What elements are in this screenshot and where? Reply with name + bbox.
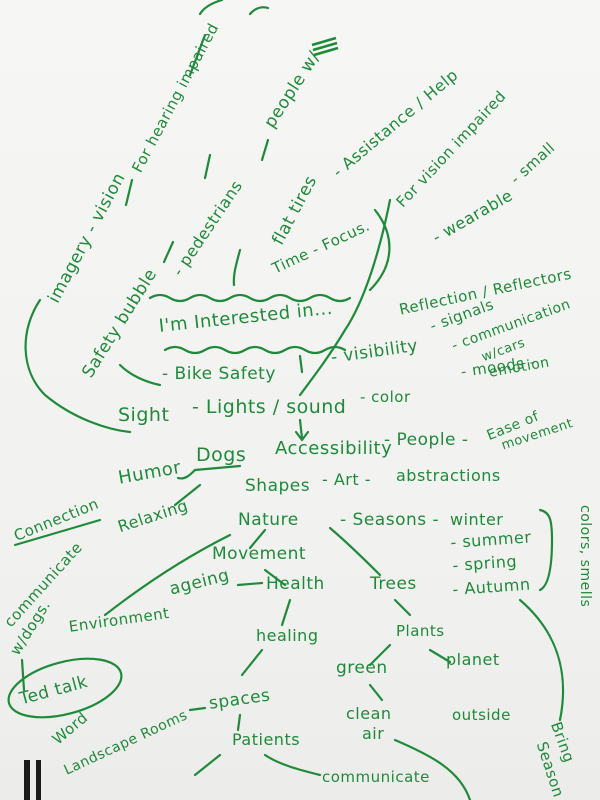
word-seasons: - Seasons -: [340, 510, 440, 530]
healing-to-spaces: [240, 648, 264, 677]
word-colors-smells: colors, smells: [577, 505, 593, 608]
word-nature: Nature: [238, 510, 299, 530]
word-bike-safety: - Bike Safety: [162, 364, 276, 384]
movement-to-health: [263, 568, 287, 587]
dogs-underline: [193, 464, 242, 472]
ageing-to-health: [236, 581, 264, 587]
wavy-line-top: [148, 293, 352, 303]
word-sight: Sight: [118, 404, 170, 426]
interest-arc: [368, 208, 391, 292]
word-dogs: Dogs: [196, 444, 247, 466]
health-to-healing: [280, 598, 292, 627]
nature-to-movement: [248, 528, 267, 550]
word-air: air: [362, 724, 385, 743]
word-art: - Art -: [322, 470, 372, 489]
spoke-top-4: [203, 153, 212, 180]
clean-air-to-right: [393, 738, 472, 800]
word-health: Health: [266, 574, 325, 594]
ted-talk-circle: [7, 657, 123, 719]
word-plants: Plants: [396, 622, 445, 640]
word-trees: Trees: [370, 574, 417, 594]
trees-to-plants: [393, 598, 412, 617]
top-cutoff-mark: [198, 0, 224, 16]
arrow-accessibility: [294, 418, 310, 442]
word-planet: planet: [446, 650, 500, 669]
left-big-arc: [24, 298, 132, 434]
connection-underline: [13, 518, 102, 547]
word-communicate-bottom: communicate: [322, 768, 430, 786]
word-patients: Patients: [232, 730, 301, 749]
word-color: - color: [360, 388, 411, 406]
environment-to-nature: [103, 533, 232, 617]
word-outside: outside: [452, 706, 511, 724]
patients-to-bottom-left: [193, 753, 222, 777]
interest-to-bike: [298, 354, 304, 374]
spoke-top-5: [260, 138, 270, 162]
wavy-line-bottom: [163, 345, 347, 355]
top-cutoff-mark-2: [248, 6, 270, 16]
word-spring: - spring: [451, 551, 518, 575]
right-season-curve: [518, 598, 565, 722]
nature-to-trees: [328, 526, 382, 577]
plants-to-green: [368, 643, 392, 667]
relaxing-dogs-link: [173, 483, 202, 507]
scratched-word: [311, 36, 339, 57]
spoke-top-2: [124, 178, 134, 207]
spoke-top-3: [162, 240, 175, 264]
green-to-clean: [368, 683, 384, 702]
landscape-spaces-link: [188, 706, 207, 712]
seasons-bracket: [538, 508, 554, 592]
bike-left-stroke: [118, 363, 162, 387]
word-abstractions: abstractions: [396, 466, 501, 485]
marker-cap: [24, 760, 30, 800]
patients-to-communicate: [263, 753, 322, 777]
word-people: - People -: [384, 430, 469, 450]
word-healing: healing: [256, 626, 319, 645]
time-focus-line: [232, 248, 242, 287]
word-winter: winter: [450, 510, 504, 529]
communicate-down-line: [20, 658, 26, 692]
spaces-to-patients: [236, 713, 242, 732]
word-accessibility: Accessibility: [275, 438, 393, 459]
spoke-top-1: [188, 33, 207, 77]
humor-dogs-link: [176, 468, 197, 480]
word-clean: clean: [346, 704, 392, 723]
plants-to-planet: [428, 648, 452, 664]
word-shapes: Shapes: [245, 476, 311, 496]
word-movement: Movement: [212, 544, 307, 564]
marker-body: [36, 760, 41, 800]
word-lights-sound: - Lights / sound: [192, 396, 347, 418]
vision-curve: [298, 198, 392, 397]
word-green: green: [336, 658, 388, 678]
